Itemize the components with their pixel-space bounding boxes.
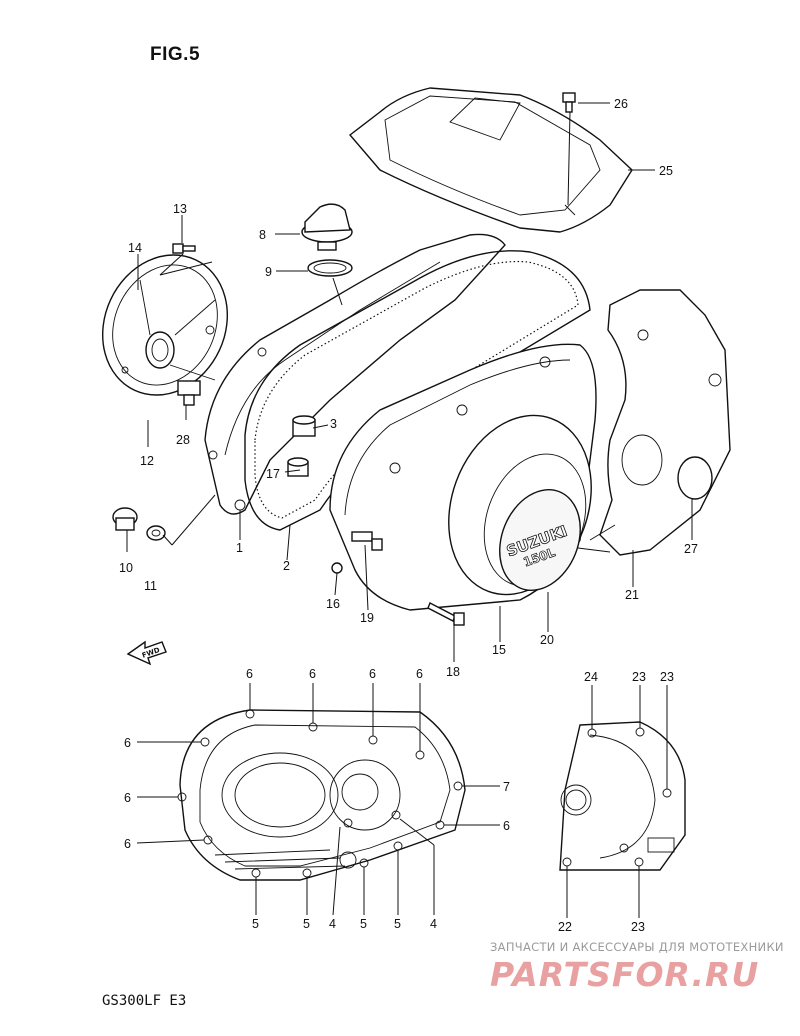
gasket-part-2 bbox=[244, 250, 591, 531]
callout-12: 12 bbox=[140, 454, 154, 468]
callout-22: 22 bbox=[558, 920, 572, 934]
gear-plate-part-12 bbox=[101, 254, 229, 396]
callout-28: 28 bbox=[176, 433, 190, 447]
callout-23-c: 23 bbox=[631, 920, 645, 934]
callout-5-d: 5 bbox=[394, 917, 401, 931]
callout-10: 10 bbox=[119, 561, 133, 575]
dowel-pin-part-3 bbox=[292, 415, 316, 437]
crankcase-cover-part-1 bbox=[204, 233, 506, 515]
fitting-part-28 bbox=[177, 380, 201, 406]
callout-4-b: 4 bbox=[430, 917, 437, 931]
callout-6-a: 6 bbox=[246, 667, 253, 681]
callout-19: 19 bbox=[360, 611, 374, 625]
oil-filler-cap-part-8 bbox=[301, 203, 353, 251]
callout-24: 24 bbox=[584, 670, 598, 684]
top-cover-part-25 bbox=[348, 87, 633, 233]
callout-6-b: 6 bbox=[309, 667, 316, 681]
o-ring-part-9 bbox=[307, 259, 353, 277]
forward-arrow-icon: FWD bbox=[126, 640, 167, 666]
model-code: GS300LF E3 bbox=[102, 993, 187, 1009]
callout-6-d: 6 bbox=[416, 667, 423, 681]
callout-6-e: 6 bbox=[124, 736, 131, 750]
callout-labels: 26 25 13 14 8 9 28 12 3 17 10 11 1 2 16 … bbox=[119, 97, 698, 934]
bolt-part-13 bbox=[172, 243, 196, 254]
callout-13: 13 bbox=[173, 202, 187, 216]
callout-4-a: 4 bbox=[329, 917, 336, 931]
callout-6-f: 6 bbox=[124, 791, 131, 805]
suzuki-badge: SUZUKI 150L bbox=[499, 489, 581, 591]
callout-15: 15 bbox=[492, 643, 506, 657]
callout-16: 16 bbox=[326, 597, 340, 611]
bolt-part-19 bbox=[351, 531, 383, 551]
leader-lines bbox=[126, 102, 693, 918]
callout-23-a: 23 bbox=[632, 670, 646, 684]
plug-cap-part-27 bbox=[677, 456, 713, 500]
callout-2: 2 bbox=[283, 559, 290, 573]
callout-5-b: 5 bbox=[303, 917, 310, 931]
callout-9: 9 bbox=[265, 265, 272, 279]
watermark-tagline: ЗАПЧАСТИ И АКСЕССУАРЫ ДЛЯ МОТОТЕХНИКИ bbox=[490, 940, 784, 954]
crankcase-gasket-view bbox=[177, 709, 466, 881]
callout-11: 11 bbox=[144, 579, 157, 593]
callout-5-c: 5 bbox=[360, 917, 367, 931]
callout-21: 21 bbox=[625, 588, 639, 602]
callout-6-g: 6 bbox=[124, 837, 131, 851]
callout-7: 7 bbox=[503, 780, 510, 794]
callout-6-c: 6 bbox=[369, 667, 376, 681]
watermark-logo: PARTSFOR.RU bbox=[490, 955, 759, 994]
callout-3: 3 bbox=[330, 417, 337, 431]
sprocket-cover-part-21 bbox=[577, 289, 731, 556]
callout-8: 8 bbox=[259, 228, 266, 242]
drain-plug-part-10 bbox=[112, 507, 138, 531]
callout-20: 20 bbox=[540, 633, 554, 647]
bolt-part-18 bbox=[427, 602, 465, 626]
callout-25: 25 bbox=[659, 164, 673, 178]
callout-23-b: 23 bbox=[660, 670, 674, 684]
figure-title: FIG.5 bbox=[150, 44, 201, 65]
callout-6-h: 6 bbox=[503, 819, 510, 833]
callout-1: 1 bbox=[236, 541, 243, 555]
callout-17: 17 bbox=[266, 467, 280, 481]
washer-part-11 bbox=[146, 525, 166, 541]
callout-18: 18 bbox=[446, 665, 460, 679]
callout-5-a: 5 bbox=[252, 917, 259, 931]
dowel-pin-part-17 bbox=[287, 457, 309, 477]
callout-27: 27 bbox=[684, 542, 698, 556]
callout-14: 14 bbox=[128, 241, 142, 255]
callout-26: 26 bbox=[614, 97, 628, 111]
watermark-logo-text: PARTSFOR.RU bbox=[490, 955, 759, 994]
bolt-part-16 bbox=[331, 562, 343, 574]
bolt-part-26 bbox=[562, 92, 576, 113]
sprocket-gasket-view bbox=[559, 721, 686, 871]
